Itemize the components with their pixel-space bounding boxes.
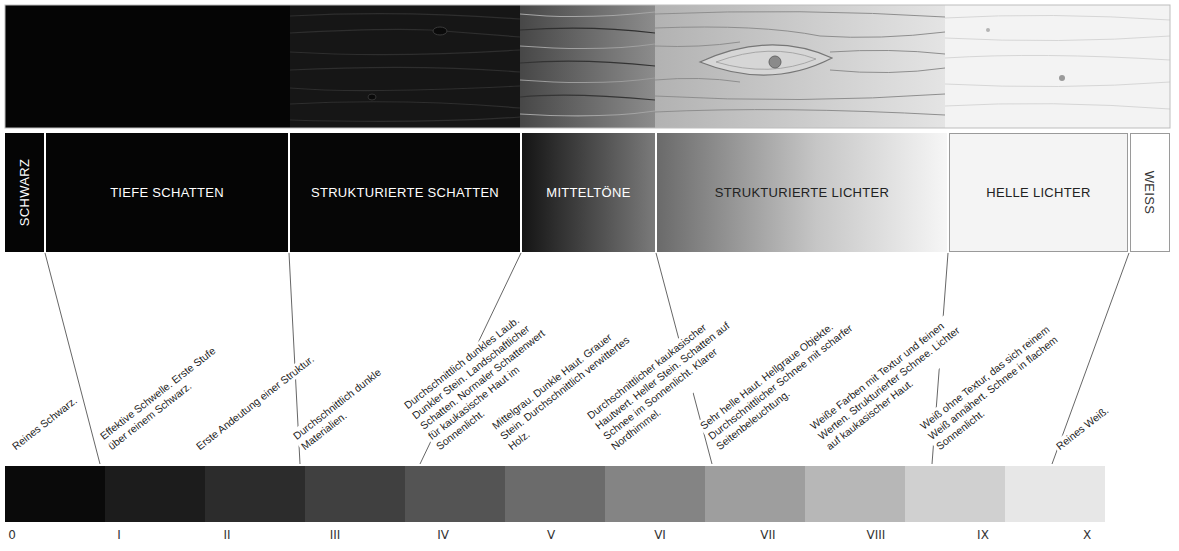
band-label: TIEFE SCHATTEN	[110, 185, 224, 200]
tone-band: MITTELTÖNE	[522, 133, 655, 252]
leader-line	[1052, 253, 1129, 464]
tone-band: SCHWARZ	[5, 133, 44, 252]
band-label: SCHWARZ	[17, 159, 32, 226]
leader-line	[45, 253, 100, 464]
tone-band: HELLE LICHTER	[949, 133, 1128, 252]
band-label: STRUKTURIERTE SCHATTEN	[311, 185, 499, 200]
tone-band: TIEFE SCHATTEN	[46, 133, 288, 252]
zone-number: II	[223, 528, 230, 542]
zone-number: 0	[8, 528, 16, 542]
zone-number: V	[547, 528, 555, 542]
tone-band: WEISS	[1130, 133, 1170, 252]
band-label: HELLE LICHTER	[986, 185, 1090, 200]
zone-number: X	[1083, 528, 1091, 542]
zone-description: Reines Weiß.	[1052, 403, 1113, 454]
band-label: MITTELTÖNE	[546, 185, 630, 200]
zone-number: VI	[654, 528, 666, 542]
zone-description: Reines Schwarz.	[8, 393, 81, 454]
zone-number: III	[330, 528, 341, 542]
band-label: WEISS	[1143, 171, 1158, 214]
zone-number: I	[117, 528, 121, 542]
zone-number: IX	[977, 528, 989, 542]
band-label: STRUKTURIERTE LICHTER	[715, 185, 889, 200]
zone-number: IV	[437, 528, 449, 542]
zone-number: VII	[760, 528, 775, 542]
tone-band: STRUKTURIERTE SCHATTEN	[290, 133, 520, 252]
tone-band: STRUKTURIERTE LICHTER	[657, 133, 947, 252]
zone-number: VIII	[867, 528, 886, 542]
